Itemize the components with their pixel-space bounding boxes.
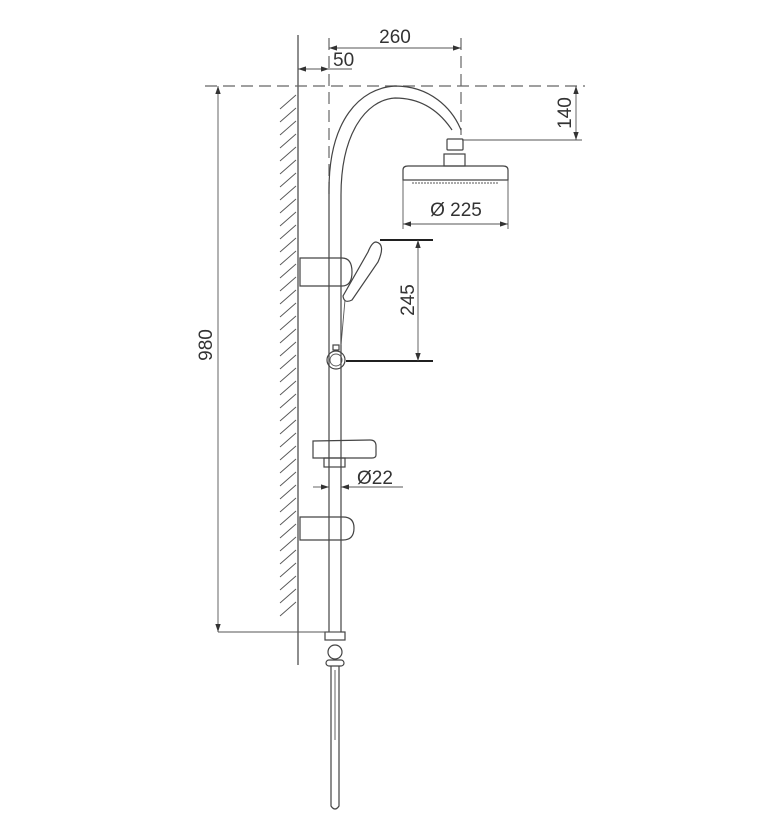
hatch-line [279,94,297,110]
hatch-line [279,146,297,162]
hatch-line [279,393,297,409]
hatch-line [279,289,297,305]
wall [279,35,299,665]
hatch-line [279,107,297,123]
hatch-line [279,250,297,266]
hatch-line [279,419,297,435]
hatch-line [279,120,297,136]
dim-50-label: 50 [333,50,354,71]
dim-140-label: 140 [555,97,576,129]
hatch-line [279,211,297,227]
reference-lines [205,38,585,200]
hatch-line [279,510,297,526]
hatch-line [279,276,297,292]
hatch-line [279,159,297,175]
hatch-line [279,484,297,500]
hatch-line [279,406,297,422]
hatch-line [279,133,297,149]
wall-bracket [299,516,355,541]
hatch-line [279,432,297,448]
hatch-line [279,367,297,383]
hatch-line [279,471,297,487]
hatch-line [279,536,297,552]
dimension-225: Ø 225 [402,180,509,229]
hatch-line [279,185,297,201]
hatch-line [279,354,297,370]
hatch-line [279,198,297,214]
overhead-shower-head [402,138,509,184]
dimension-50: 50 [298,50,354,72]
dim-245-label: 245 [398,284,419,316]
hatch-line [279,172,297,188]
hatch-line [279,224,297,240]
dimension-980: 980 [196,86,340,633]
dim-225-label: Ø 225 [430,200,482,221]
hatch-line [279,445,297,461]
diverter-and-hose [324,631,346,810]
hatch-line [279,562,297,578]
hatch-line [279,328,297,344]
hatch-line [279,523,297,539]
hatch-line [279,497,297,513]
dimension-140: 140 [462,86,582,141]
dim-260-label: 260 [379,27,411,48]
hatch-line [279,380,297,396]
hatch-line [279,549,297,565]
dimension-260: 260 [329,27,461,51]
hatch-line [279,341,297,357]
dimension-245: 245 [346,239,433,362]
hatch-line [279,458,297,474]
dim-980-label: 980 [196,329,217,361]
soap-dish [312,439,377,468]
hand-shower [299,241,383,346]
dim-22-label: Ø22 [357,468,393,489]
hatch-line [279,601,297,617]
riser-rail [328,85,462,632]
dimension-22: Ø22 [313,468,403,490]
hatch-line [279,302,297,318]
slider [326,344,346,370]
hatch-line [279,575,297,591]
hatch-line [279,237,297,253]
hatch-line [279,315,297,331]
hatch-line [279,263,297,279]
hatch-line [279,588,297,604]
